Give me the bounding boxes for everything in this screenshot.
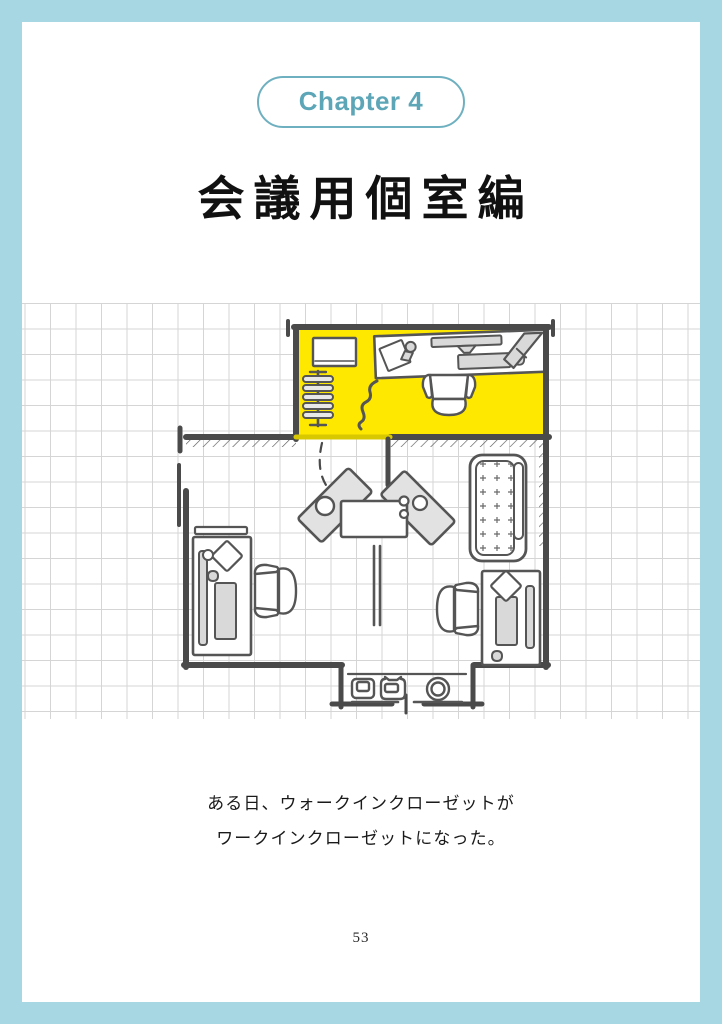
page-number: 53 (352, 930, 370, 946)
keyboard-right (495, 596, 518, 646)
keyboard-left (214, 582, 237, 640)
chapter-badge-container: Chapter 4 (22, 76, 700, 128)
cable (357, 379, 379, 431)
caption-line-1: ある日、ウォークインクローゼットが (207, 794, 515, 813)
chair-right (435, 581, 480, 637)
monitor (430, 334, 503, 354)
wall-hatch-right (390, 438, 548, 447)
walls (177, 319, 555, 715)
chapter-badge: Chapter 4 (256, 76, 466, 128)
wall-hatch-left (186, 438, 296, 447)
appliance-a (350, 677, 376, 700)
mouse-right (491, 650, 503, 662)
desk-lamp (400, 340, 417, 362)
floorplan-illustration (177, 319, 555, 715)
chair-left (253, 563, 298, 619)
desk-right (480, 569, 542, 667)
monitor-right (525, 585, 535, 649)
desk-left (191, 525, 253, 657)
appliance-b (379, 675, 407, 701)
diagonal-object (503, 331, 544, 370)
round-fixture (425, 676, 451, 702)
long-desk (372, 328, 548, 380)
whiteboard (311, 336, 358, 368)
bottom-fixtures (346, 672, 468, 704)
chapter-title-container: 会議用個室編 (22, 172, 700, 226)
monitor-left (198, 550, 208, 646)
mouse-left (207, 570, 219, 582)
sofa (468, 453, 528, 563)
page-content: Chapter 4 会議用個室編 (22, 22, 700, 1002)
page-title: 会議用個室編 (197, 172, 534, 225)
shelving-rack (302, 369, 334, 428)
floorplan-grid-background (22, 303, 700, 719)
caption: ある日、ウォークインクローゼットが ワークインクローゼットになった。 (22, 787, 700, 857)
stove-burners (398, 494, 429, 520)
keyboard (457, 352, 512, 371)
v-shaped-counter (297, 467, 456, 627)
caption-line-2: ワークインクローゼットになった。 (216, 828, 506, 848)
office-chair (421, 373, 477, 417)
sink (314, 495, 336, 517)
